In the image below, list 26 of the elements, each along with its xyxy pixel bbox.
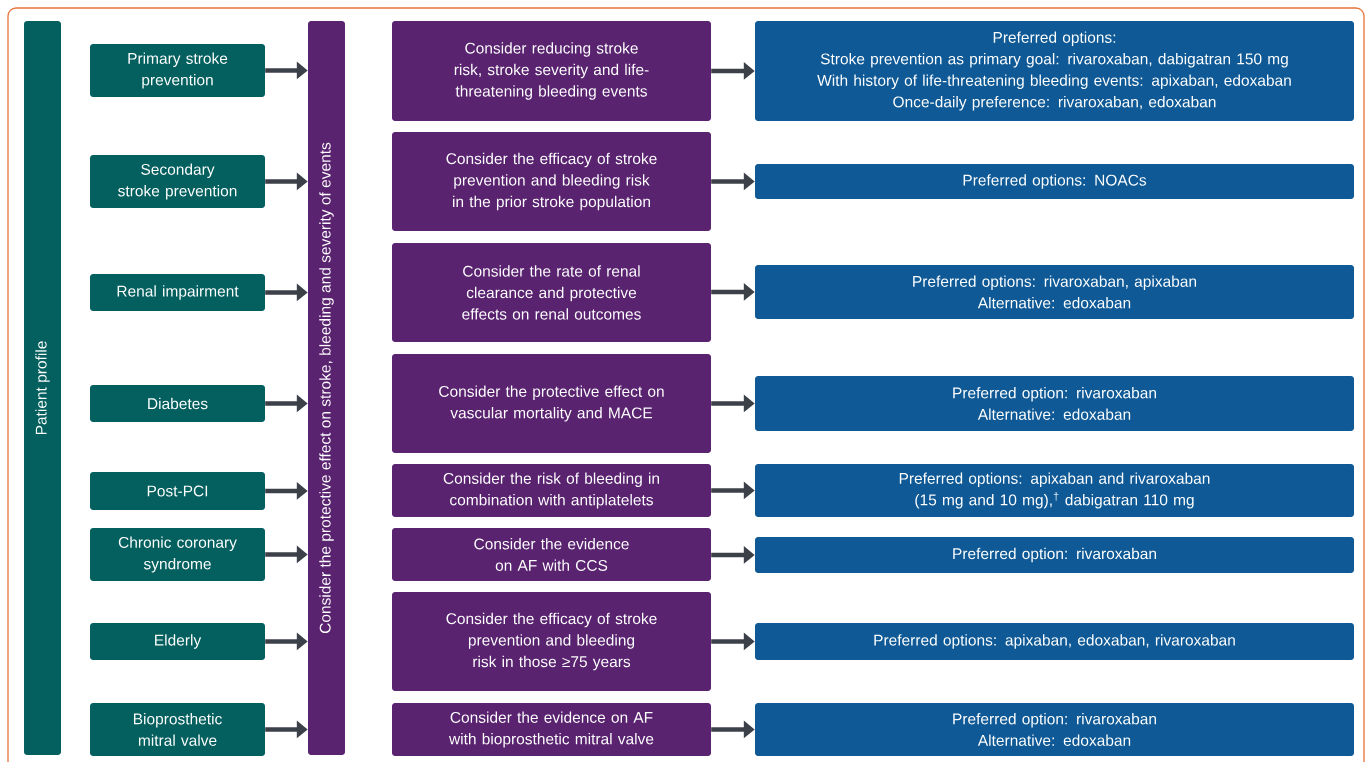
profile-box: Chronic coronary syndrome bbox=[90, 528, 265, 581]
consideration-bar: Consider the protective effect on stroke, bleeding and severity of events bbox=[308, 21, 345, 755]
consideration-box: Consider the rate of renal clearance and protective effects on renal outcomes bbox=[392, 243, 711, 342]
option-box: Preferred options: apixaban, edoxaban, rivaroxaban bbox=[755, 623, 1354, 660]
profile-box: Secondary stroke prevention bbox=[90, 155, 265, 208]
profile-box: Primary stroke prevention bbox=[90, 44, 265, 97]
consideration-box: Consider the efficacy of stroke prevention and bleeding risk in the prior stroke population bbox=[392, 132, 711, 231]
option-box: Preferred options: rivaroxaban, apixaban Alternative: edoxaban bbox=[755, 265, 1354, 319]
profile-box: Bioprosthetic mitral valve bbox=[90, 703, 265, 756]
consideration-box: Consider the efficacy of stroke prevention and bleeding risk in those ≥75 years bbox=[392, 592, 711, 691]
consideration-box: Consider the risk of bleeding in combination with antiplatelets bbox=[392, 464, 711, 517]
profile-box: Elderly bbox=[90, 623, 265, 660]
consideration-box: Consider reducing stroke risk, stroke severity and life-threatening bleeding events bbox=[392, 21, 711, 121]
option-box: Preferred option: rivaroxaban Alternative: edoxaban bbox=[755, 376, 1354, 431]
option-box: Preferred options: Stroke prevention as primary goal: rivaroxaban, dabigatran 150 mg With history of life-threatening bleeding events: apixaban, edoxaban Once-daily preference: rivaroxaban, edoxaban bbox=[755, 21, 1354, 121]
option-box: Preferred option: rivaroxaban Alternative: edoxaban bbox=[755, 703, 1354, 756]
option-box: Preferred option: rivaroxaban bbox=[755, 537, 1354, 573]
consideration-box: Consider the evidence on AF with CCS bbox=[392, 528, 711, 581]
profile-box: Renal impairment bbox=[90, 274, 265, 311]
profile-bar: Patient profile bbox=[24, 21, 61, 755]
option-box: Preferred options: apixaban and rivaroxaban (15 mg and 10 mg),$^{†}$ dabigatran 110 mg bbox=[755, 464, 1354, 517]
consideration-box: Consider the protective effect on vascular mortality and MACE bbox=[392, 354, 711, 453]
profile-box: Diabetes bbox=[90, 385, 265, 422]
option-box: Preferred options: NOACs bbox=[755, 164, 1354, 199]
consideration-box: Consider the evidence on AF with bioprosthetic mitral valve bbox=[392, 703, 711, 756]
profile-box: Post-PCI bbox=[90, 472, 265, 510]
